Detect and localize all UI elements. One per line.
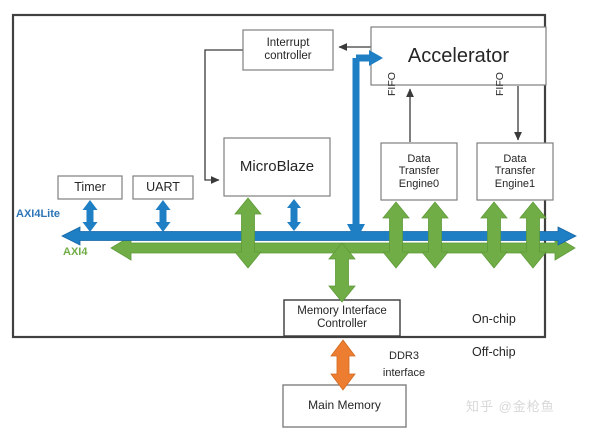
timer-bus-arrow: [82, 200, 98, 232]
dte0-axi4-arrow-right: [421, 201, 449, 269]
uart-box: [132, 175, 194, 200]
data-transfer-engine1-box: [476, 142, 554, 201]
memory-interface-controller-box: [283, 299, 401, 337]
microblaze-box: [223, 137, 331, 197]
data-transfer-engine0-box: [380, 142, 458, 201]
axi4lite-bus: [61, 226, 577, 246]
uart-bus-arrow: [155, 200, 171, 232]
dte1-axi4-arrow-left: [480, 201, 508, 269]
interrupt-controller-box: [242, 29, 334, 71]
axi4lite-accelerator-branch: [347, 50, 383, 241]
main-memory-box: [282, 384, 407, 428]
accelerator-box: [370, 26, 547, 86]
dte0-axi4-arrow-left: [382, 201, 410, 269]
interrupt-to-microblaze-link: [204, 49, 243, 184]
ddr3-interface-arrow: [330, 339, 356, 391]
microblaze-axi4lite-arrow: [287, 199, 301, 231]
microblaze-axi4-arrow: [234, 197, 262, 269]
timer-box: [57, 175, 123, 200]
mic-axi4-arrow: [328, 242, 356, 303]
dte1-axi4-arrow-right: [519, 201, 547, 269]
